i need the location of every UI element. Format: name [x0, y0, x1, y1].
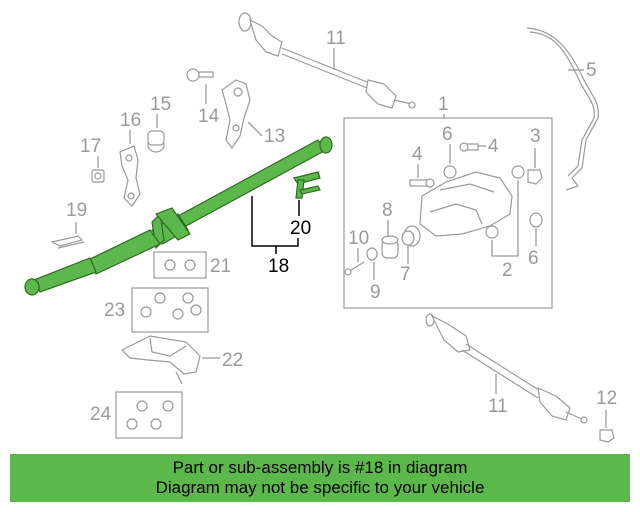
bolt-4-left	[409, 178, 435, 188]
callout-17: 17	[80, 136, 101, 157]
pinion-seal	[401, 230, 415, 246]
callout-2: 2	[502, 260, 513, 281]
callout-9: 9	[370, 282, 381, 303]
callout-5: 5	[586, 60, 597, 81]
bushing-15	[147, 130, 165, 153]
bolt-kit-23-box	[131, 287, 209, 333]
clip-19	[50, 235, 85, 249]
info-banner: Part or sub-assembly is #18 in diagram D…	[10, 454, 630, 502]
driveshaft-18	[24, 136, 333, 296]
bolt-kit-21	[164, 259, 196, 271]
bolt-14	[186, 68, 214, 82]
callout-4-right: 4	[488, 136, 499, 157]
callout-6-bottom: 6	[528, 248, 539, 269]
callout-4-left: 4	[412, 144, 423, 165]
callout-11-bottom: 11	[488, 396, 508, 417]
nut-3	[527, 169, 543, 185]
bolt-kit-23	[140, 292, 202, 320]
callout-12: 12	[596, 388, 617, 409]
callout-10: 10	[348, 228, 369, 249]
differential-group-box	[343, 117, 553, 309]
callout-21: 21	[210, 256, 231, 277]
callout-11-top: 11	[326, 28, 346, 49]
callout-14: 14	[198, 106, 220, 127]
callout-1: 1	[438, 94, 449, 115]
rear-axle-shaft	[425, 313, 588, 424]
bolt-kit-21-box	[153, 251, 207, 279]
bracket-16	[119, 145, 141, 207]
nut-kit-24-box	[115, 391, 183, 439]
callout-13: 13	[264, 126, 285, 147]
front-axle-shaft	[238, 12, 416, 109]
callout-7: 7	[400, 264, 411, 285]
banner-line-2: Diagram may not be specific to your vehi…	[155, 478, 485, 497]
callout-18: 18	[268, 256, 289, 277]
callout-3: 3	[530, 126, 541, 147]
callout-23: 23	[104, 300, 125, 321]
callout-6-top: 6	[442, 124, 453, 145]
callout-22: 22	[222, 350, 243, 371]
washer-9	[366, 247, 378, 261]
callout-16: 16	[120, 110, 141, 131]
callout-19: 19	[66, 200, 87, 221]
callout-15: 15	[150, 94, 171, 115]
banner-line-1: Part or sub-assembly is #18 in diagram	[172, 458, 468, 477]
washer-6-bottom	[529, 212, 543, 228]
bracket-13	[221, 79, 251, 150]
parts-diagram: 11 5 14 13 15 16 17	[24, 12, 617, 443]
nut-17	[91, 169, 105, 183]
seal-2-bottom	[485, 225, 499, 239]
nut-12	[599, 429, 615, 443]
bolt-10	[344, 261, 365, 276]
callout-20: 20	[290, 218, 311, 239]
nut-kit-24	[126, 400, 174, 430]
callout-8: 8	[382, 200, 393, 221]
flange-8	[381, 235, 399, 259]
crossmember-22	[120, 335, 201, 385]
callout-24: 24	[90, 404, 112, 425]
bolt-4-right	[459, 142, 479, 152]
bracket-20	[293, 171, 321, 199]
washer-6-top	[443, 165, 457, 179]
seal-2-top	[511, 165, 525, 179]
sensor-cable	[526, 27, 599, 191]
